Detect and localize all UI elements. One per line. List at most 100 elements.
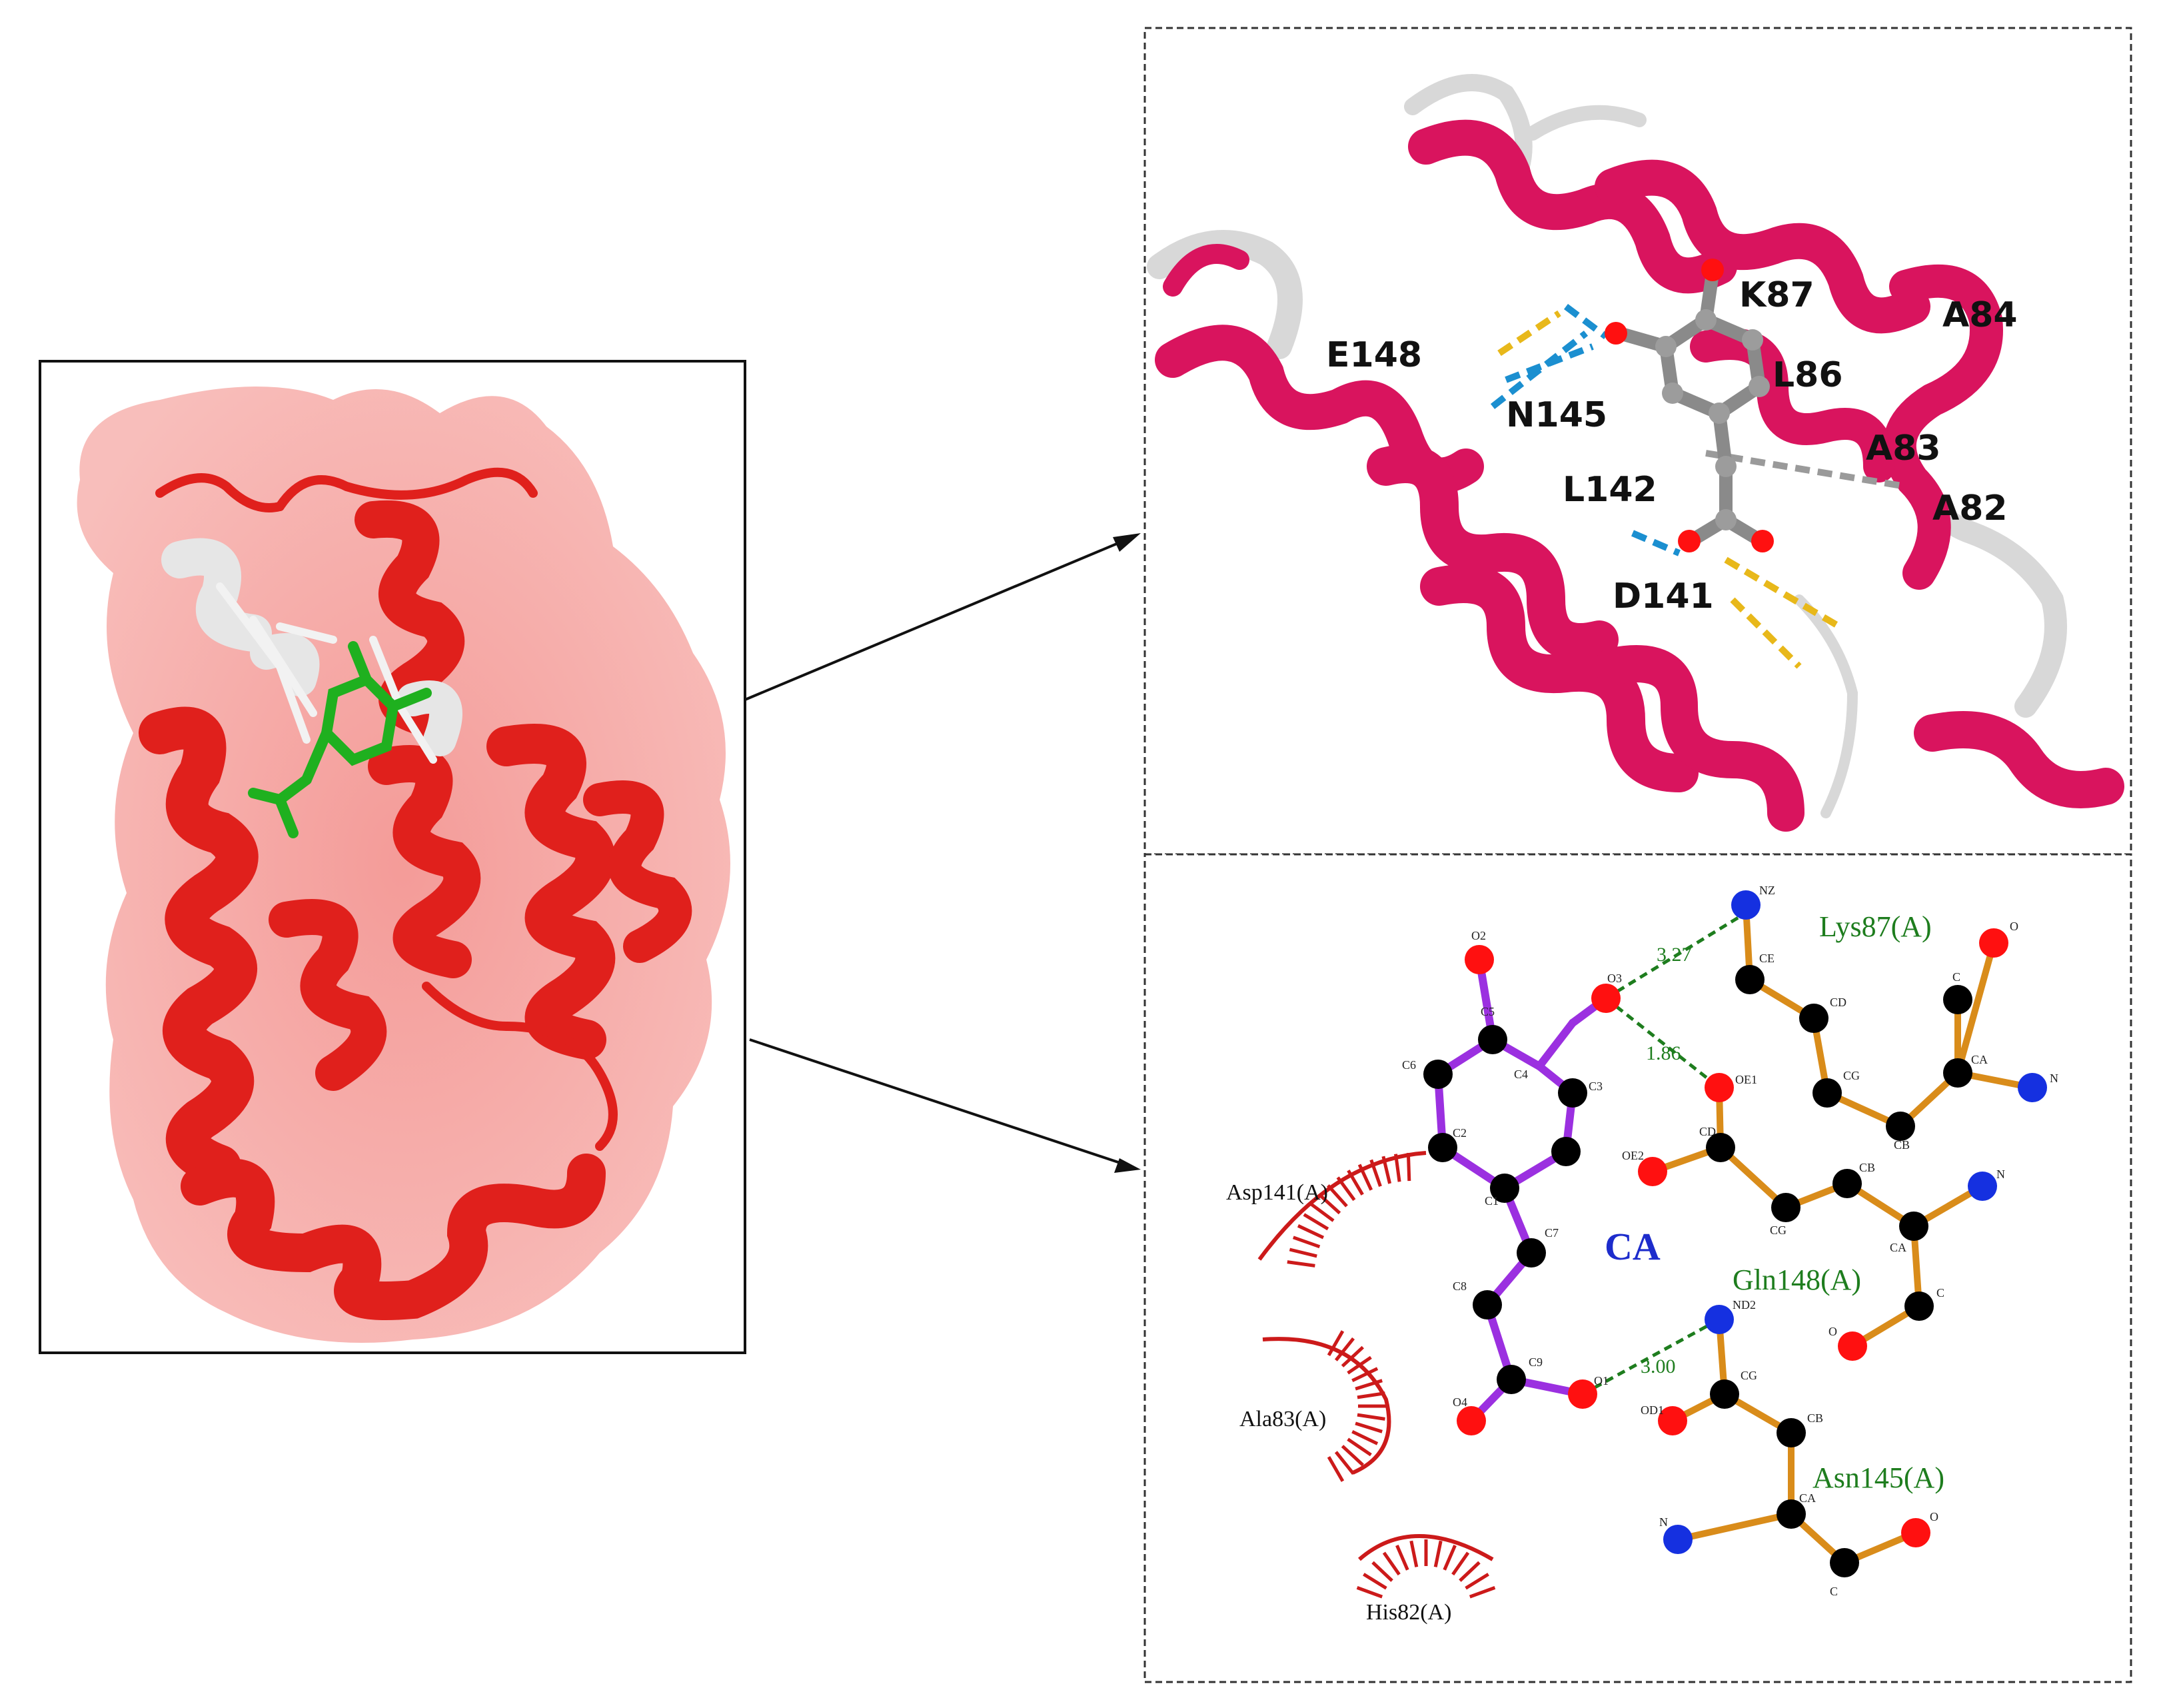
- hydrophobic-arc-asp141: [1257, 1151, 1427, 1261]
- ligand-sticks: [248, 641, 432, 838]
- hydrophobic-spike: [1327, 1184, 1348, 1208]
- hydrophobic-spike: [1292, 1236, 1321, 1249]
- atom-label: CG: [1770, 1224, 1787, 1237]
- hydrophobic-spike: [1469, 1586, 1496, 1599]
- pocket-interactions: [1490, 304, 1906, 669]
- atom-label: N: [1659, 1515, 1668, 1529]
- atom-label: C4: [1514, 1068, 1528, 1081]
- atom-label: CB: [1807, 1411, 1823, 1425]
- hydrophobic-spike: [1327, 1330, 1345, 1357]
- atom-label: OD1: [1641, 1403, 1664, 1417]
- atom-label: CB: [1894, 1138, 1910, 1152]
- atom-label: C: [1830, 1585, 1838, 1598]
- hydrophobic-spike: [1341, 1345, 1364, 1367]
- hydrophobic-spike: [1394, 1154, 1401, 1182]
- residue-label-lys87: Lys87(A): [1819, 910, 1932, 943]
- atom-label: N: [2050, 1072, 2058, 1085]
- atoms-oxygen: [1457, 928, 2008, 1547]
- label-a84: A84: [1942, 295, 2018, 335]
- atom-label: C1: [1485, 1194, 1499, 1208]
- hydrophobic-spike: [1356, 1586, 1383, 1599]
- hydrophobic-spike: [1357, 1164, 1373, 1191]
- atom-label: C6: [1402, 1058, 1416, 1072]
- pocket-ligand: [1605, 259, 1774, 552]
- atom-label: CB: [1859, 1161, 1875, 1174]
- hydrophobic-spike: [1371, 1561, 1393, 1582]
- hydrophobic-spike: [1451, 1551, 1470, 1576]
- atom-label: CG: [1741, 1369, 1757, 1382]
- label-n145: N145: [1506, 395, 1607, 435]
- hydrophobic-spike: [1347, 1437, 1372, 1457]
- atom-label: C8: [1453, 1280, 1467, 1293]
- hydrophobic-spike: [1336, 1176, 1356, 1202]
- atom-label: NZ: [1759, 884, 1775, 897]
- hydrophobic-spike: [1347, 1355, 1372, 1375]
- label-k87: K87: [1739, 275, 1814, 315]
- hydrophobic-spike: [1369, 1159, 1382, 1188]
- hydrophobic-spike: [1334, 1451, 1355, 1475]
- hydrophobic-spike: [1347, 1170, 1364, 1196]
- hydrophobic-spike: [1317, 1193, 1341, 1215]
- atom-label: CG: [1843, 1069, 1860, 1082]
- hydrophobic-spike: [1443, 1545, 1457, 1571]
- binding-site-sticks: [216, 582, 437, 764]
- arrow-to-3d-view: [744, 533, 1141, 701]
- atom-label: CA: [1971, 1053, 1988, 1066]
- hydrophobic-arc-his82: [1358, 1534, 1494, 1561]
- atom-label: O: [1930, 1510, 1938, 1523]
- hydrophobic-spike: [1459, 1561, 1481, 1582]
- atom-label: CE: [1759, 952, 1775, 965]
- hydrophobic-spike: [1406, 1153, 1411, 1182]
- hydrophobic-spike: [1327, 1455, 1345, 1482]
- atom-label: C: [1952, 970, 1960, 984]
- atom-label: O1: [1594, 1374, 1609, 1387]
- hydrophobic-spike: [1351, 1429, 1379, 1445]
- hydrophobic-spike: [1363, 1573, 1387, 1590]
- atom-label: O4: [1453, 1395, 1467, 1409]
- atom-label: C3: [1589, 1080, 1603, 1093]
- hydrophobic-spike: [1287, 1260, 1315, 1268]
- protein-3d-panel: [39, 360, 746, 1354]
- atom-label: C2: [1453, 1126, 1467, 1140]
- hydrophobic-spike: [1334, 1337, 1355, 1361]
- hydrophobic-spike: [1357, 1391, 1385, 1399]
- atom-label: CA: [1799, 1491, 1816, 1505]
- protein-helices: [139, 467, 692, 1320]
- hydrophobic-spike: [1355, 1379, 1383, 1391]
- hydrophobic-spike: [1381, 1156, 1392, 1184]
- label-d141: D141: [1613, 576, 1714, 616]
- hbond-distance-1: 3.27: [1657, 944, 1692, 966]
- hydrophobic-spike: [1355, 1421, 1383, 1433]
- residue-label-gln148: Gln148(A): [1733, 1264, 1861, 1296]
- pocket-residue-labels: E148 N145 K87 A84 L86 A83 L142 A82 D141: [1326, 275, 2018, 616]
- hydrophobic-spike: [1357, 1413, 1385, 1421]
- atom-labels: O2 O3 C5 C4 C6 C3 C2 C1 C7 C8 C9 O4 O1 N…: [1402, 884, 2058, 1598]
- residue-label-his82: His82(A): [1366, 1600, 1451, 1625]
- residue-label-asn145: Asn145(A): [1812, 1461, 1944, 1494]
- atom-label: CD: [1830, 996, 1846, 1009]
- hydrophobic-spike: [1351, 1367, 1379, 1383]
- atom-label: O: [1828, 1325, 1837, 1338]
- atoms-nitrogen: [1663, 890, 2047, 1554]
- interaction-2d-panel: O2 O3 C5 C4 C6 C3 C2 C1 C7 C8 C9 O4 O1 N…: [1143, 853, 2132, 1683]
- atom-label: C: [1936, 1286, 1944, 1299]
- atom-label: O2: [1471, 929, 1486, 942]
- atom-label: OE1: [1735, 1073, 1757, 1086]
- hydrophobic-spike: [1409, 1540, 1419, 1567]
- atom-label: CD: [1699, 1125, 1716, 1138]
- hydrophobic-spike: [1382, 1551, 1401, 1576]
- atom-label: OE2: [1622, 1149, 1644, 1162]
- atom-label: N: [1996, 1168, 2005, 1181]
- hbond-distance-3: 3.00: [1641, 1355, 1676, 1377]
- label-l86: L86: [1773, 355, 1843, 395]
- binding-pocket-3d-panel: E148 N145 K87 A84 L86 A83 L142 A82 D141: [1143, 27, 2132, 856]
- atom-label: O: [2010, 920, 2018, 933]
- hydrophobic-arc-ala83: [1262, 1337, 1391, 1475]
- hydrophobic-spike: [1433, 1540, 1443, 1567]
- hydrophobic-spike: [1341, 1445, 1364, 1467]
- hbond-distance-2: 1.86: [1646, 1042, 1681, 1064]
- residue-label-asp141: Asp141(A): [1226, 1180, 1328, 1205]
- hydrophobic-spike: [1303, 1213, 1329, 1231]
- label-a83: A83: [1866, 428, 1941, 468]
